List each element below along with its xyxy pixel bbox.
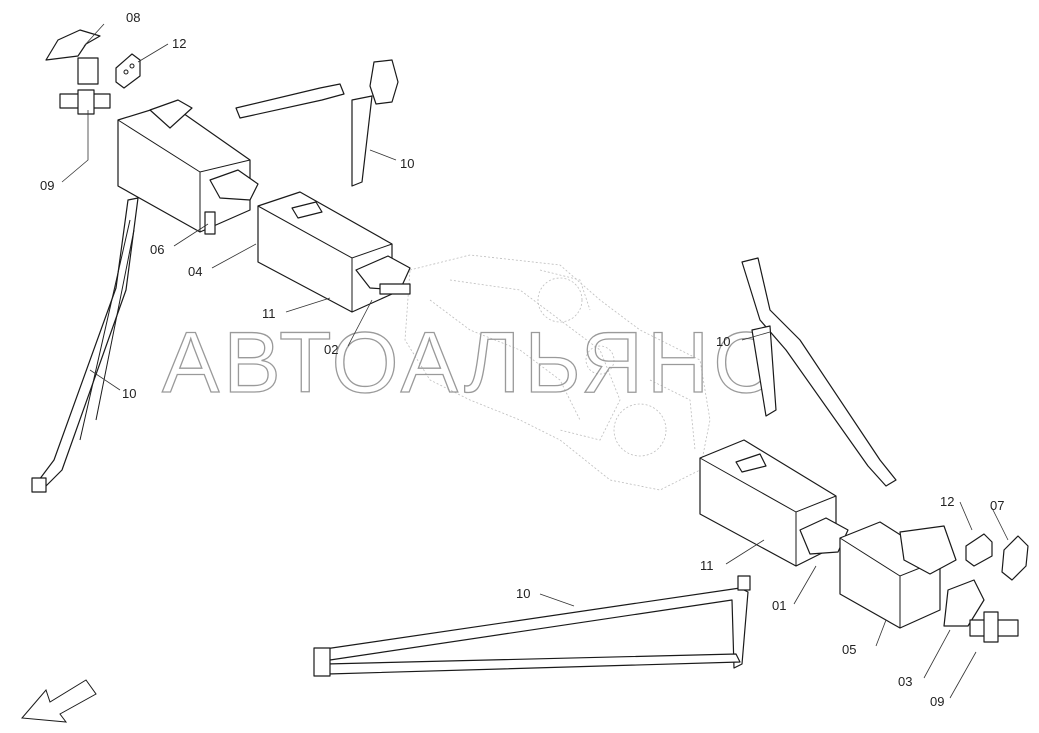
- callout-10: 10: [516, 586, 530, 601]
- watermark: АВТОАЛЬЯНС: [162, 315, 779, 411]
- callout-02: 02: [324, 342, 338, 357]
- callout-05: 05: [842, 642, 856, 657]
- part-12-plate: [115, 53, 141, 89]
- part-12-plate-right: [965, 533, 993, 567]
- part-06-housing: [117, 99, 259, 235]
- part-03-bracket: [943, 579, 985, 627]
- callout-12: 12: [172, 36, 186, 51]
- callout-04: 04: [188, 264, 202, 279]
- callout-10: 10: [716, 334, 730, 349]
- engine-background: [404, 254, 711, 491]
- callout-09: 09: [930, 694, 944, 709]
- callout-12: 12: [940, 494, 954, 509]
- leader-lines: [61, 23, 1009, 699]
- part-10-link-bottom: [313, 575, 751, 677]
- part-10-link-right: [741, 257, 897, 487]
- part-10-link-upper: [235, 59, 399, 187]
- part-10-link-left: [31, 197, 139, 493]
- callout-09: 09: [40, 178, 54, 193]
- part-09-shaft: [59, 89, 111, 115]
- part-04-housing: [257, 191, 411, 313]
- part-07-disc: [1001, 535, 1029, 581]
- part-11-housing-right: [699, 439, 849, 567]
- callout-03: 03: [898, 674, 912, 689]
- callout-11: 11: [262, 306, 276, 321]
- part-09-shaft-right: [969, 611, 1019, 643]
- callout-06: 06: [150, 242, 164, 257]
- callout-10: 10: [400, 156, 414, 171]
- direction-arrow-icon: [20, 679, 97, 723]
- callout-11: 11: [700, 558, 714, 573]
- part-08-disc: [45, 29, 101, 85]
- callout-01: 01: [772, 598, 786, 613]
- callout-08: 08: [126, 10, 140, 25]
- callout-07: 07: [990, 498, 1004, 513]
- callout-10: 10: [122, 386, 136, 401]
- part-05-housing-right: [839, 521, 957, 629]
